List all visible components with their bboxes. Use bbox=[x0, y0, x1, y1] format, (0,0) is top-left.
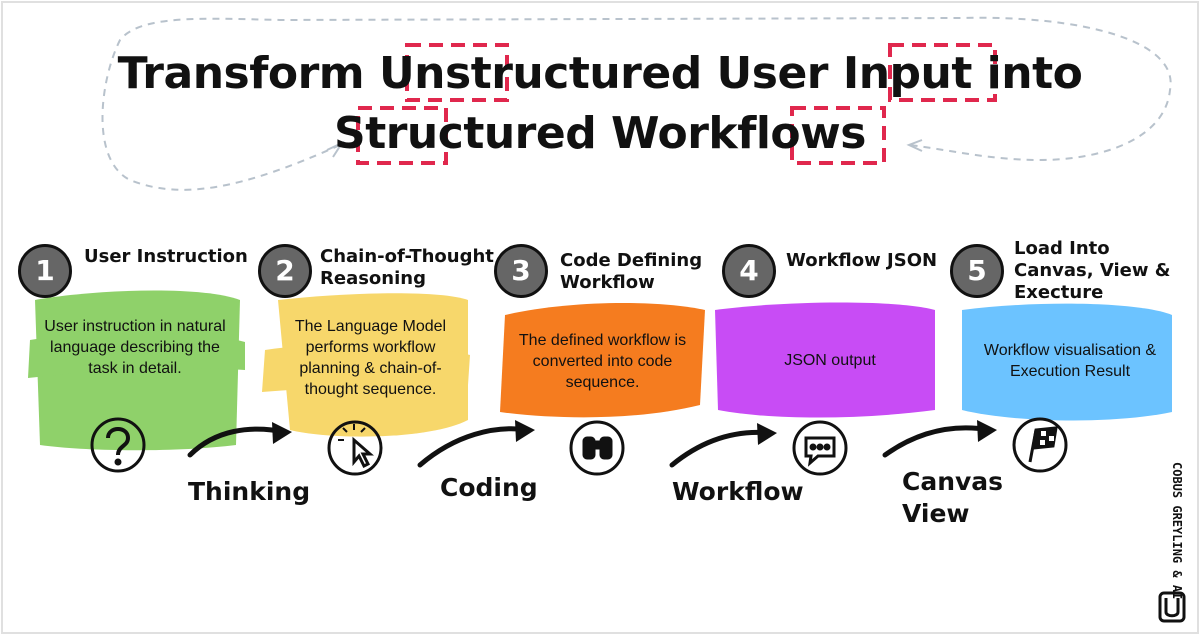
cursor-click-icon bbox=[327, 420, 383, 476]
checkered-flag-icon bbox=[1012, 417, 1068, 473]
highlight-box-input bbox=[888, 43, 997, 102]
step-4-description: JSON output bbox=[784, 352, 876, 369]
step-1-description: User instruction in natural language des… bbox=[44, 318, 226, 377]
blob-step4 bbox=[715, 302, 935, 418]
brand-logo-icon bbox=[1158, 591, 1186, 623]
step-4-title: Workflow JSON bbox=[786, 250, 938, 271]
chat-bubble-icon bbox=[792, 420, 848, 476]
step-2-title: Chain-of-Thought Reasoning bbox=[320, 246, 494, 289]
flow-label-thinking: Thinking bbox=[188, 477, 311, 506]
arrow-2-3 bbox=[417, 426, 531, 468]
step-5-description: Workflow visualisation & Execution Resul… bbox=[983, 342, 1157, 380]
swoosh-arrowhead-left bbox=[326, 140, 345, 158]
blob-step5 bbox=[962, 303, 1172, 421]
step-3-description: The defined workflow is converted into c… bbox=[518, 332, 687, 391]
step-5-badge: 5 bbox=[950, 244, 1004, 298]
title-line-1: Transform Unstructured User Input into bbox=[117, 48, 1083, 99]
title-line-2: Structured Workflows bbox=[334, 108, 867, 159]
step-3-title: Code Defining Workflow bbox=[560, 250, 703, 293]
flow-label-workflow: Workflow bbox=[672, 477, 804, 506]
step-2-badge: 2 bbox=[258, 244, 312, 298]
blob-step3 bbox=[500, 303, 705, 418]
step-1-title: User Instruction bbox=[84, 246, 248, 267]
blob-step2 bbox=[262, 293, 470, 437]
highlight-box-unstructured bbox=[405, 43, 509, 102]
flow-label-coding: Coding bbox=[440, 473, 538, 502]
binoculars-icon bbox=[569, 420, 625, 476]
highlight-box-flows bbox=[790, 106, 886, 165]
dashed-swoosh bbox=[101, 16, 1172, 191]
question-mark-icon bbox=[90, 417, 146, 473]
step-2-description: The Language Model performs workflow pla… bbox=[294, 318, 447, 398]
arrow-4-5 bbox=[882, 425, 993, 458]
highlight-box-structured bbox=[356, 106, 448, 165]
step-4-badge: 4 bbox=[722, 244, 776, 298]
flow-label-canvas-view: Canvas View bbox=[902, 467, 1004, 528]
step-5-title: Load Into Canvas, View & Execture bbox=[1014, 238, 1171, 303]
arrow-3-4 bbox=[669, 429, 773, 468]
brand-text: COBUS GREYLING & AI bbox=[1170, 462, 1184, 600]
step-3-badge: 3 bbox=[494, 244, 548, 298]
blob-step1 bbox=[28, 290, 245, 451]
step-1-badge: 1 bbox=[18, 244, 72, 298]
swoosh-arrowhead-right bbox=[906, 139, 923, 152]
